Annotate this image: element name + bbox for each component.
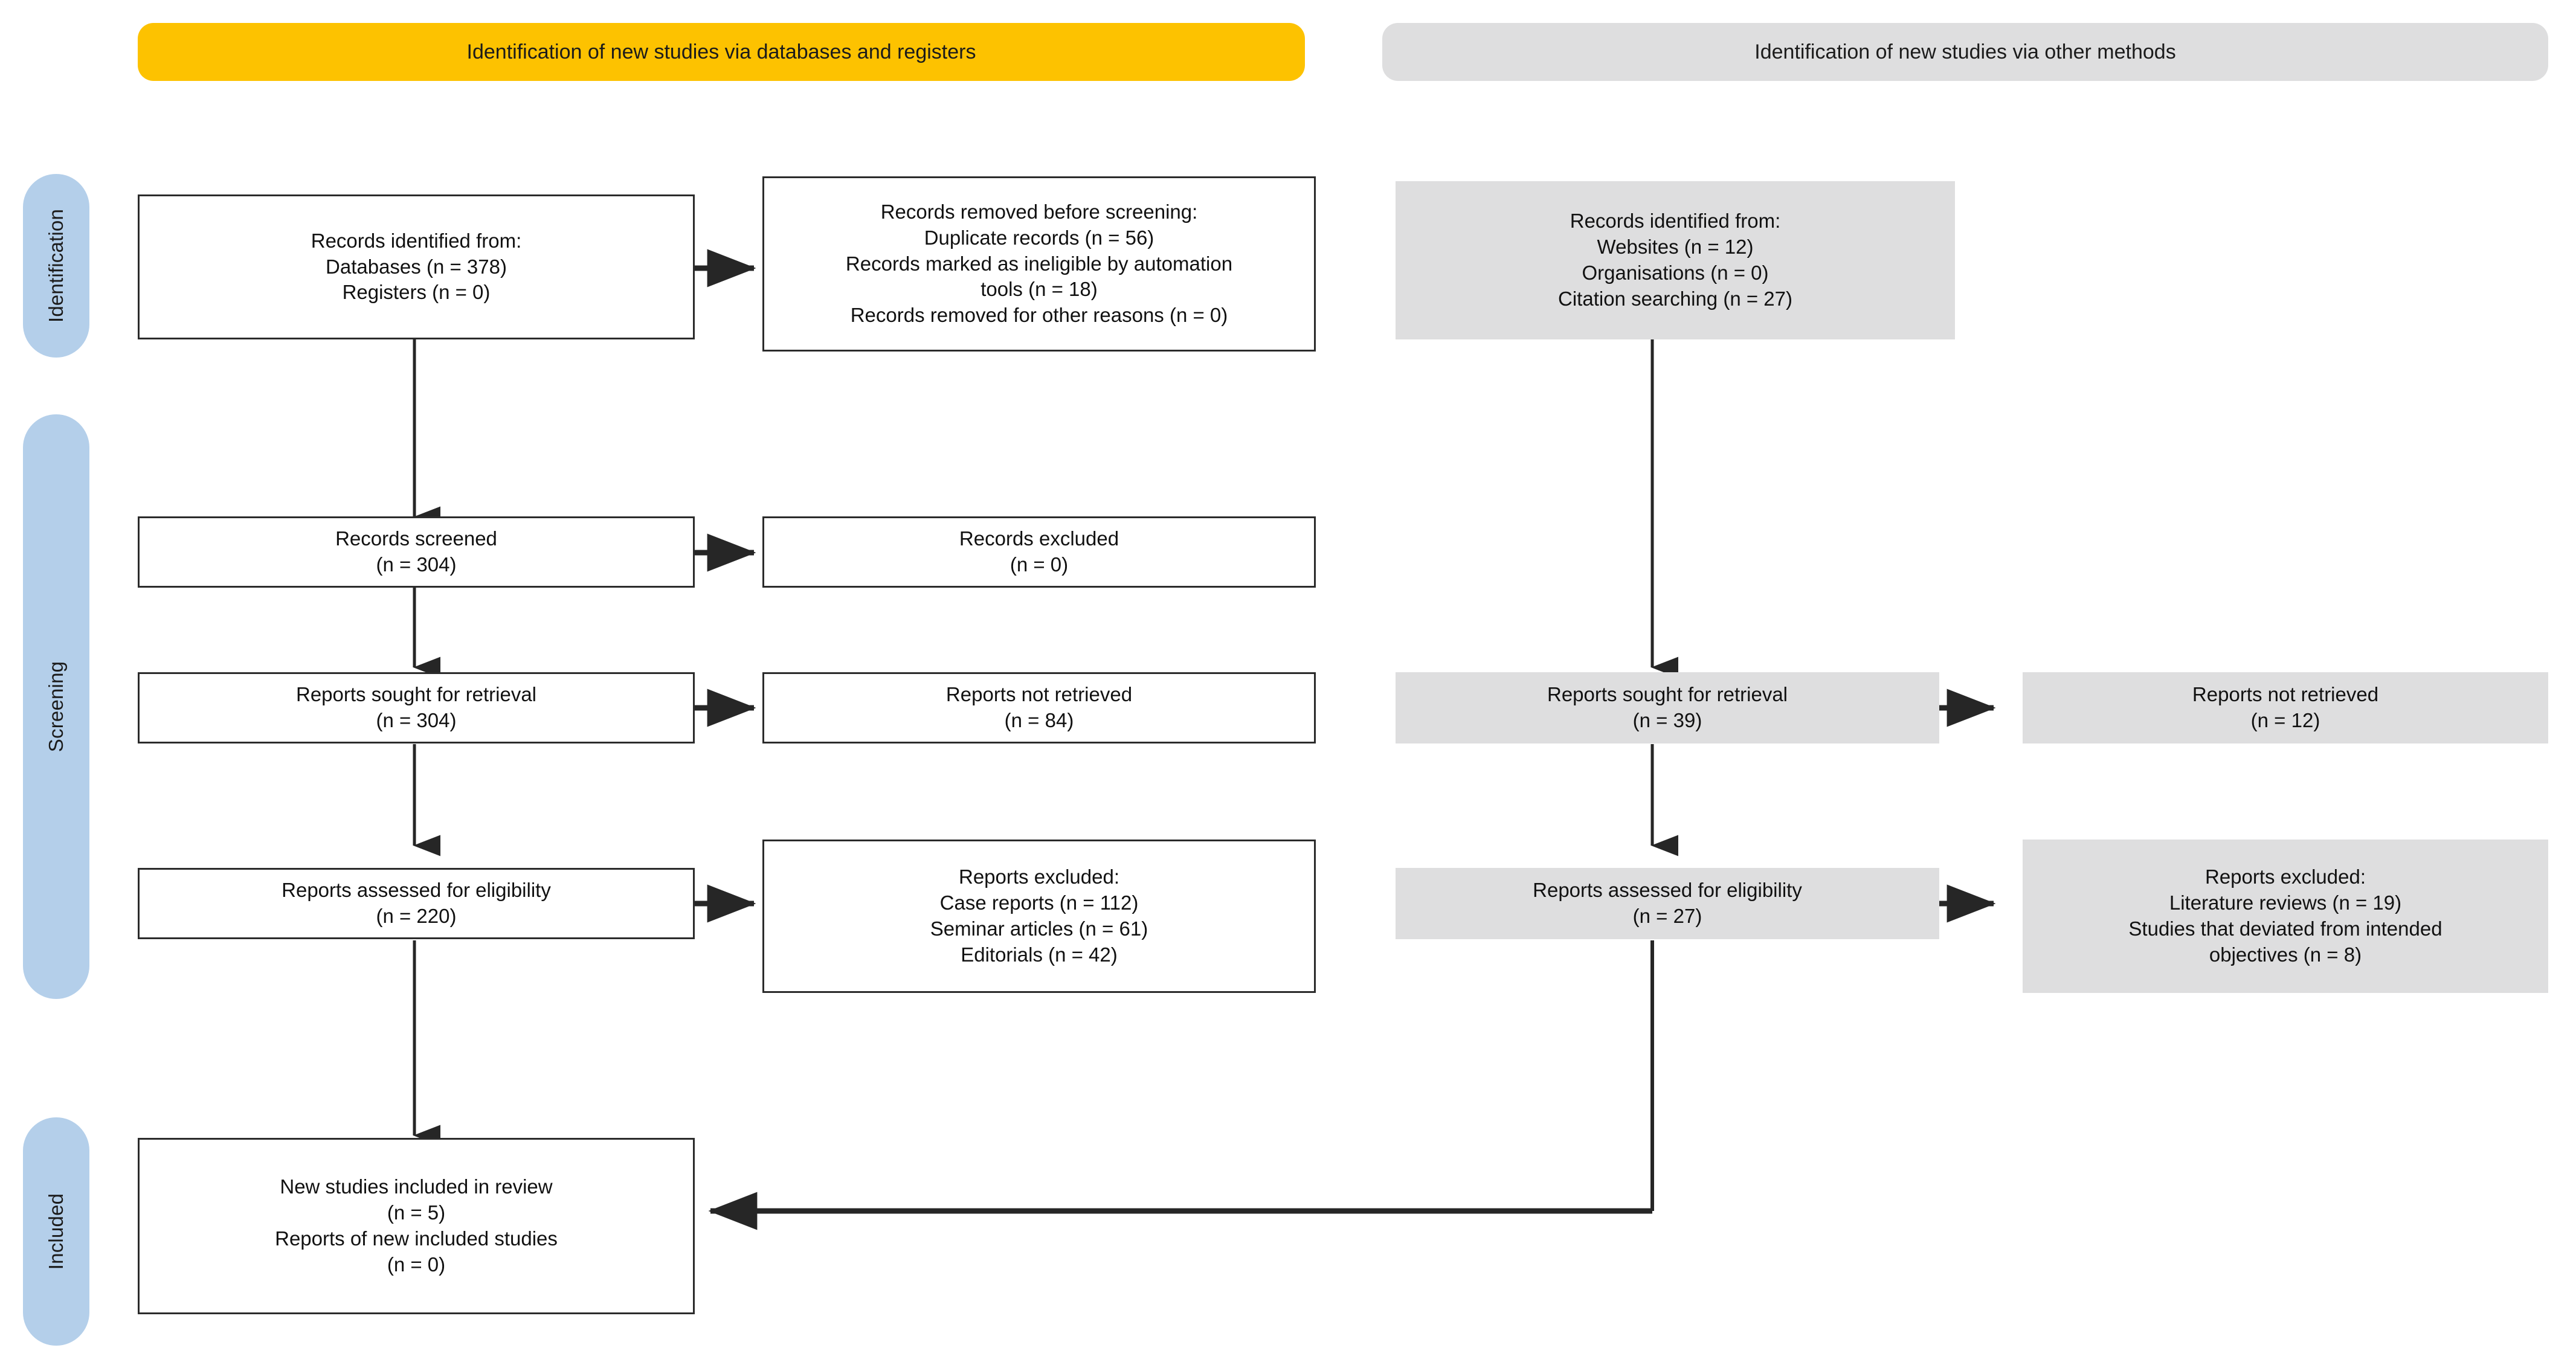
node-left-reports-assessed: Reports assessed for eligibility (n = 22… xyxy=(138,868,695,939)
node-left-records-screened: Records screened (n = 304) xyxy=(138,516,695,588)
node-left-reports-not-retrieved: Reports not retrieved (n = 84) xyxy=(762,672,1316,743)
node-left-new-studies-included: New studies included in review (n = 5) R… xyxy=(138,1138,695,1314)
node-left-reports-not-retrieved-text: Reports not retrieved (n = 84) xyxy=(945,683,1133,731)
node-right-records-identified-text: Records identified from: Websites (n = 1… xyxy=(1558,210,1792,310)
header-bar-other-methods: Identification of new studies via other … xyxy=(1382,23,2548,81)
node-left-records-identified-text: Records identified from: Databases (n = … xyxy=(311,229,522,304)
header-bar-databases-label: Identification of new studies via databa… xyxy=(466,40,976,63)
node-right-reports-sought-text: Reports sought for retrieval (n = 39) xyxy=(1547,683,1788,731)
node-left-records-excluded-text: Records excluded (n = 0) xyxy=(959,527,1119,576)
phase-pill-screening: Screening xyxy=(23,414,89,999)
header-bar-other-methods-label: Identification of new studies via other … xyxy=(1754,40,2176,63)
node-left-reports-sought-text: Reports sought for retrieval (n = 304) xyxy=(295,683,536,731)
node-left-reports-sought: Reports sought for retrieval (n = 304) xyxy=(138,672,695,743)
node-left-records-removed: Records removed before screening: Duplic… xyxy=(762,176,1316,352)
node-left-new-studies-included-text: New studies included in review (n = 5) R… xyxy=(275,1175,558,1276)
node-right-reports-not-retrieved-text: Reports not retrieved (n = 12) xyxy=(2192,683,2379,731)
node-left-records-screened-text: Records screened (n = 304) xyxy=(335,527,497,576)
phase-pill-identification: Identification xyxy=(23,174,89,358)
node-left-records-excluded: Records excluded (n = 0) xyxy=(762,516,1316,588)
node-right-reports-assessed: Reports assessed for eligibility (n = 27… xyxy=(1396,868,1939,939)
node-right-reports-excluded: Reports excluded: Literature reviews (n … xyxy=(2023,840,2548,993)
node-left-reports-excluded: Reports excluded: Case reports (n = 112)… xyxy=(762,840,1316,993)
node-left-records-identified: Records identified from: Databases (n = … xyxy=(138,194,695,339)
node-right-reports-excluded-text: Reports excluded: Literature reviews (n … xyxy=(2128,865,2442,966)
node-right-records-identified: Records identified from: Websites (n = 1… xyxy=(1396,181,1955,339)
node-left-reports-excluded-text: Reports excluded: Case reports (n = 112)… xyxy=(930,865,1148,966)
node-left-reports-assessed-text: Reports assessed for eligibility (n = 22… xyxy=(282,879,551,927)
node-left-records-removed-text: Records removed before screening: Duplic… xyxy=(845,200,1233,327)
phase-pill-included: Included xyxy=(23,1117,89,1346)
header-bar-databases: Identification of new studies via databa… xyxy=(138,23,1305,81)
node-right-reports-sought: Reports sought for retrieval (n = 39) xyxy=(1396,672,1939,743)
node-right-reports-not-retrieved: Reports not retrieved (n = 12) xyxy=(2023,672,2548,743)
node-right-reports-assessed-text: Reports assessed for eligibility (n = 27… xyxy=(1533,879,1802,927)
